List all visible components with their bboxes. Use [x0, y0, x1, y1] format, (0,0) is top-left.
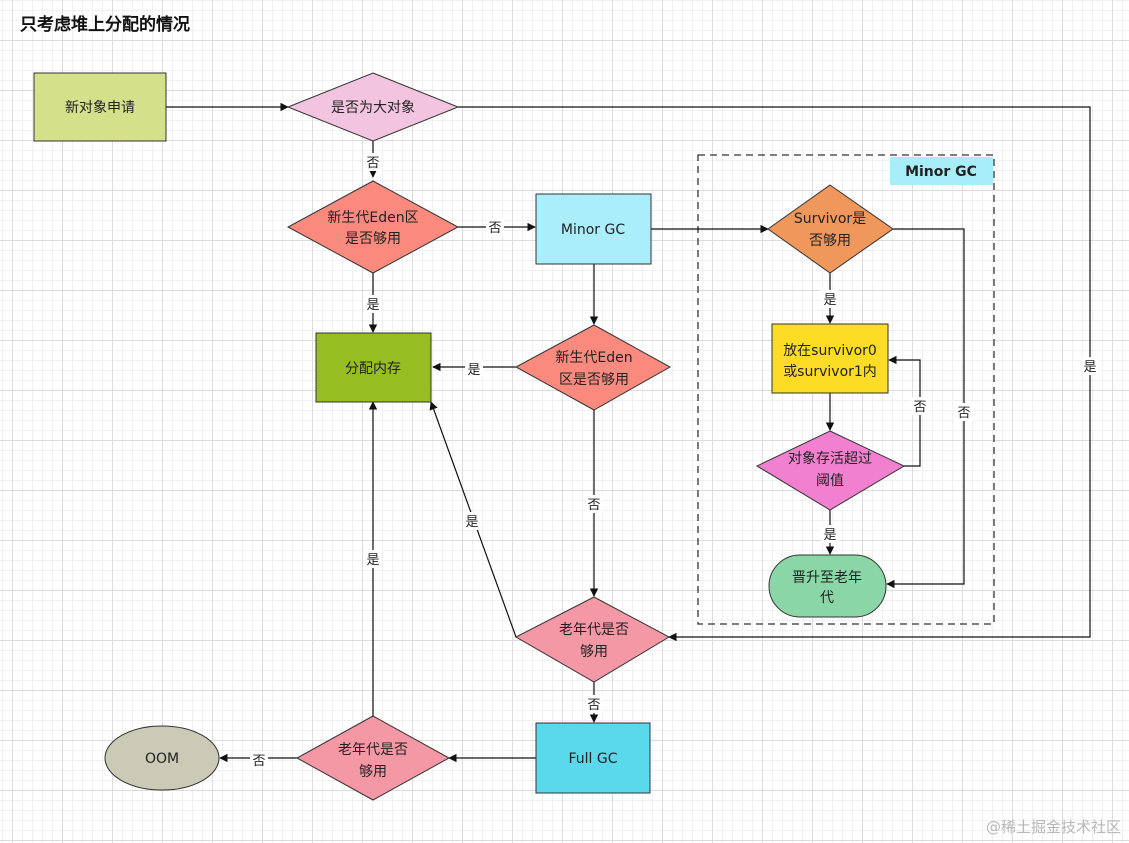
node-new-request[interactable]: 新对象申请	[33, 72, 167, 142]
svg-text:否: 否	[587, 498, 600, 513]
node-old-enough-1[interactable]: 老年代是否 够用	[514, 596, 671, 683]
node-old-enough-2[interactable]: 老年代是否 够用	[295, 715, 451, 801]
svg-text:够用: 够用	[580, 644, 608, 660]
minor-gc-group-label: Minor GC	[905, 164, 977, 180]
node-allocate[interactable]: 分配内存	[315, 332, 432, 403]
node-put-survivor[interactable]: 放在survivor0 或survivor1内	[771, 323, 889, 394]
svg-text:区是否够用: 区是否够用	[559, 372, 629, 388]
node-eden-enough-1[interactable]: 新生代Eden区 是否够用	[286, 180, 460, 274]
node-age-threshold[interactable]: 对象存活超过 阈值	[755, 430, 906, 511]
node-oom[interactable]: OOM	[104, 725, 220, 791]
minor-gc-group: Minor GC	[697, 154, 995, 625]
minor-gc-group-label-bg	[890, 157, 993, 185]
svg-text:否够用: 否够用	[809, 233, 851, 249]
svg-text:老年代是否: 老年代是否	[559, 622, 629, 638]
svg-text:是: 是	[465, 515, 478, 530]
svg-text:是: 是	[823, 528, 836, 543]
svg-text:否: 否	[252, 754, 265, 769]
svg-text:是: 是	[366, 553, 379, 568]
svg-text:对象存活超过: 对象存活超过	[788, 451, 872, 467]
node-promote[interactable]: 晋升至老年 代	[768, 554, 887, 618]
svg-text:Full GC: Full GC	[568, 751, 617, 767]
svg-text:OOM: OOM	[145, 751, 179, 767]
svg-text:否: 否	[587, 698, 600, 713]
svg-text:否: 否	[913, 400, 926, 415]
svg-text:分配内存: 分配内存	[345, 361, 401, 377]
svg-text:够用: 够用	[359, 764, 387, 780]
svg-text:是: 是	[823, 293, 836, 308]
edge-label: 是	[821, 525, 839, 543]
svg-text:Minor GC: Minor GC	[561, 222, 625, 238]
watermark: @稀土掘金技术社区	[985, 818, 1121, 836]
svg-text:Survivor是: Survivor是	[794, 211, 866, 227]
svg-text:老年代是否: 老年代是否	[338, 742, 408, 758]
svg-text:否: 否	[366, 156, 379, 171]
node-full-gc[interactable]: Full GC	[535, 722, 651, 794]
page-title: 只考虑堆上分配的情况	[20, 15, 190, 35]
svg-text:阈值: 阈值	[816, 473, 844, 489]
node-survivor[interactable]: Survivor是 否够用	[767, 184, 894, 274]
edge-label: 是	[364, 295, 382, 313]
svg-text:否: 否	[488, 221, 501, 236]
edge-label: 否	[955, 403, 973, 421]
edge-label: 否	[585, 495, 603, 513]
svg-text:是否为大对象: 是否为大对象	[331, 100, 415, 116]
svg-text:新生代Eden: 新生代Eden	[555, 350, 632, 366]
edge-label: 是	[465, 360, 483, 378]
edge-label: 是	[364, 550, 382, 568]
svg-text:是: 是	[1083, 360, 1096, 375]
svg-text:否: 否	[957, 406, 970, 421]
edge-label: 否	[364, 153, 382, 171]
minor-gc-group-border	[697, 154, 995, 625]
edge-label: 否	[585, 695, 603, 713]
node-large-object[interactable]: 是否为大对象	[286, 72, 460, 142]
edge-label: 是	[463, 512, 481, 530]
svg-text:或survivor1内: 或survivor1内	[783, 364, 877, 380]
edge-label: 是	[1081, 357, 1099, 375]
node-eden-enough-2[interactable]: 新生代Eden 区是否够用	[514, 324, 672, 411]
edge-label: 否	[486, 218, 504, 236]
edge-label: 否	[911, 397, 929, 415]
edge-label: 是	[821, 290, 839, 308]
svg-text:是否够用: 是否够用	[345, 231, 401, 247]
svg-text:晋升至老年: 晋升至老年	[792, 570, 862, 586]
svg-text:新生代Eden区: 新生代Eden区	[327, 210, 418, 226]
svg-text:新对象申请: 新对象申请	[65, 100, 135, 116]
edge-label: 否	[250, 751, 268, 769]
svg-text:是: 是	[467, 363, 480, 378]
node-minor-gc[interactable]: Minor GC	[535, 193, 652, 265]
svg-text:是: 是	[366, 298, 379, 313]
svg-text:代: 代	[820, 590, 834, 606]
svg-text:放在survivor0: 放在survivor0	[783, 343, 877, 359]
